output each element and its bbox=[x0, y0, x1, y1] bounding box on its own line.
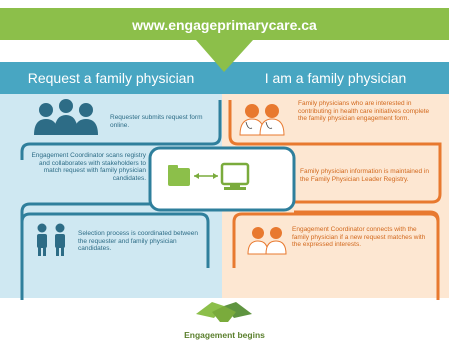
selection-process-text: Selection process is coordinated between… bbox=[78, 230, 198, 252]
folder-computer-icon bbox=[168, 162, 250, 190]
handshake-icon bbox=[196, 302, 252, 322]
two-people-icon bbox=[37, 223, 65, 256]
doctors-icon bbox=[247, 227, 287, 255]
engagement-begins-label: Engagement begins bbox=[184, 330, 265, 340]
physician-flow-line-top bbox=[228, 100, 442, 204]
requester-flow-line-top bbox=[20, 100, 222, 160]
people-icon bbox=[34, 99, 98, 135]
i-am-physician-title: I am a family physician bbox=[264, 70, 407, 86]
requester-flow-line-mid bbox=[20, 202, 150, 213]
coordinator-scans-text: Engagement Coordinator scans registry an… bbox=[31, 152, 146, 182]
physicians-interested-text: Family physicians who are interested in … bbox=[298, 100, 430, 122]
selection-box-outline bbox=[20, 212, 210, 300]
requester-submits-text: Requester submits request form online. bbox=[110, 114, 203, 129]
site-url-banner: www.engageprimarycare.ca bbox=[0, 8, 449, 40]
info-maintained-text: Family physician information is maintain… bbox=[300, 168, 429, 183]
coordinator-connects-text: Engagement Coordinator connects with the… bbox=[292, 226, 426, 248]
header-notch bbox=[196, 40, 253, 72]
connect-box-outline bbox=[232, 212, 440, 300]
request-physician-title: Request a family physician bbox=[27, 70, 195, 86]
site-url: www.engageprimarycare.ca bbox=[132, 17, 317, 33]
doctors-icon bbox=[239, 104, 285, 136]
